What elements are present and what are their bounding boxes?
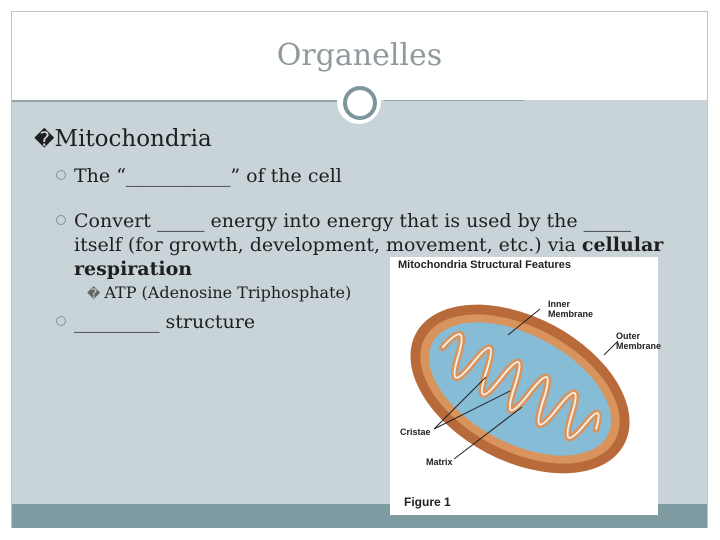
label-cristae: Cristae — [400, 427, 431, 437]
leader-inner — [507, 308, 541, 336]
bullet-circle-icon — [56, 316, 66, 326]
sub-bullet-atp: �ATP (Adenosine Triphosphate) — [87, 283, 351, 302]
bullet-2-bold-cellular: cellular — [581, 234, 664, 256]
title-ring-icon — [343, 86, 377, 120]
title-divider-left — [12, 100, 342, 102]
heading-mitochondria: �Mitochondria — [34, 126, 212, 152]
leader-outer — [603, 340, 619, 356]
bullet-2-line-2: itself (for growth, development, movemen… — [74, 234, 582, 256]
bullet-2-line-1: Convert _____ energy into energy that is… — [74, 210, 632, 232]
heading-text: Mitochondria — [54, 126, 212, 152]
bullet-3-text: _________ structure — [74, 311, 256, 333]
bullet-1-text: The “___________” of the cell — [74, 165, 342, 187]
label-matrix: Matrix — [426, 457, 453, 467]
leader-cristae-1 — [433, 376, 487, 430]
title-divider-right — [384, 100, 524, 101]
figure-title: Mitochondria Structural Features — [398, 259, 571, 271]
bullet-3: _________ structure — [56, 310, 256, 334]
leader-cristae-2 — [433, 390, 511, 430]
cristae-highlight-shape — [441, 333, 600, 439]
missing-glyph-icon: � — [87, 287, 101, 302]
bullet-1: The “___________” of the cell — [56, 164, 342, 188]
leader-matrix — [453, 406, 523, 460]
bullet-circle-icon — [56, 170, 66, 180]
missing-glyph-icon: � — [34, 127, 55, 151]
bullet-2: Convert _____ energy into energy that is… — [56, 209, 664, 281]
bullet-2-bold-respiration: respiration — [74, 258, 193, 280]
slide-title: Organelles — [276, 38, 443, 73]
mitochondrion-illustration — [410, 304, 630, 474]
sub-bullet-text: ATP (Adenosine Triphosphate) — [104, 283, 352, 302]
figure-caption: Figure 1 — [404, 495, 451, 509]
bullet-circle-icon — [56, 215, 66, 225]
